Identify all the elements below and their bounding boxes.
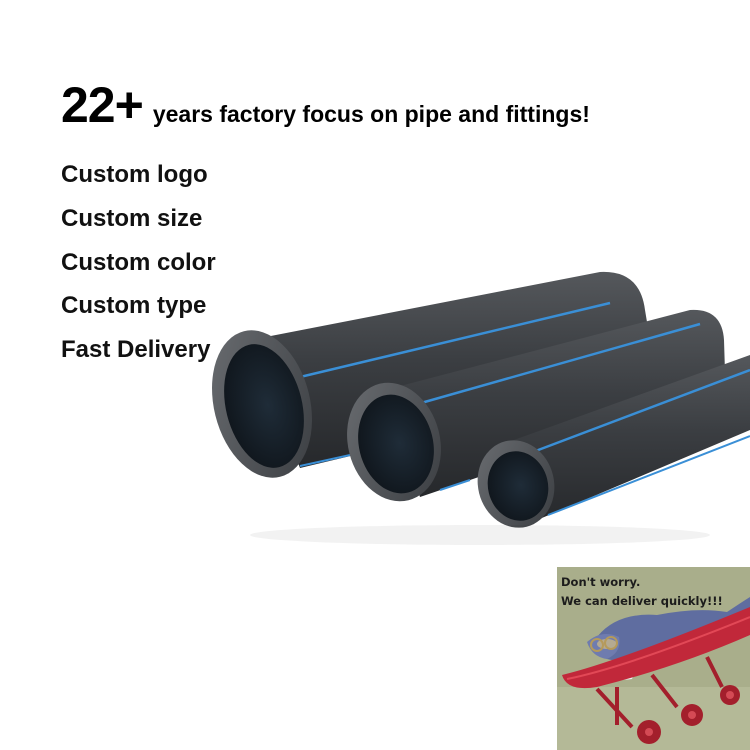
feature-item: Custom color	[61, 248, 216, 276]
delivery-meme-image: Don't worry. We can deliver quickly!!!	[557, 567, 750, 750]
feature-list: Custom logo Custom size Custom color Cus…	[61, 160, 216, 379]
feature-item: Custom size	[61, 204, 203, 232]
feature-item: Custom logo	[61, 161, 208, 188]
headline-text: years factory focus on pipe and fittings…	[152, 101, 590, 127]
meme-caption-line2: We can deliver quickly!!!	[561, 594, 723, 608]
meme-caption: Don't worry. We can deliver quickly!!!	[561, 573, 723, 611]
feature-item: Custom type	[61, 292, 207, 320]
pipe-large	[212, 271, 653, 478]
cartoon-cat-plane-illustration	[557, 567, 750, 750]
headline: 22+ years factory focus on pipe and fitti…	[61, 76, 590, 134]
pipe-medium	[347, 309, 725, 502]
meme-caption-line1: Don't worry.	[561, 575, 641, 589]
years-number: 22+	[61, 77, 144, 133]
pipe-small	[477, 355, 750, 528]
feature-item: Fast Delivery	[61, 336, 211, 364]
